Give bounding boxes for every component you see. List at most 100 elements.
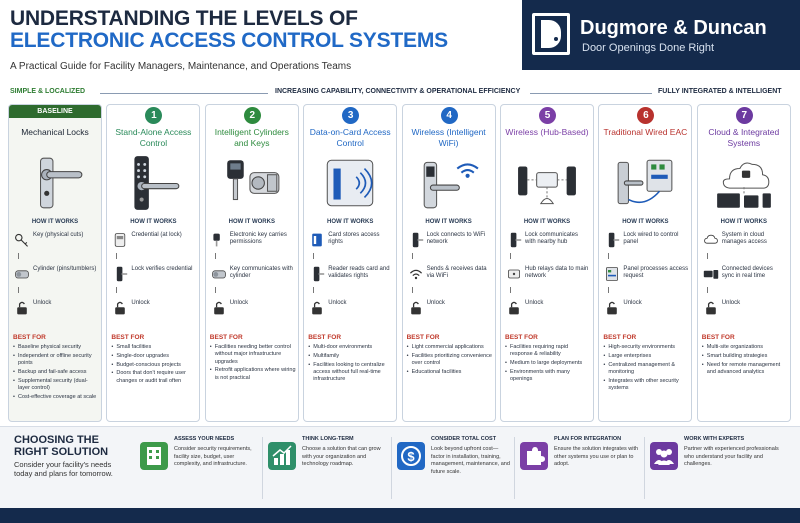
- door-logo-icon: [532, 13, 570, 55]
- best-for-label: BEST FOR: [111, 334, 145, 341]
- tip-divider: [514, 437, 515, 499]
- how-step-text: System in cloud manages access: [721, 232, 767, 246]
- how-step-text: Unlock: [426, 300, 445, 306]
- level-number-badge: 4: [440, 107, 458, 124]
- tip-title: THINK LONG-TERM: [302, 436, 354, 442]
- keypad-lock-icon: [119, 152, 187, 214]
- best-for-item: Environments with many openings: [505, 369, 591, 384]
- step-arrow: [313, 253, 315, 259]
- hub-network-icon: [513, 152, 581, 214]
- best-for-list: Facilities needing better control withou…: [210, 344, 296, 383]
- how-step: Unlock: [309, 297, 393, 321]
- device-icon: [506, 231, 522, 249]
- level-title: Traditional Wired EAC: [603, 127, 688, 137]
- how-step: Lock connects to WiFi network: [408, 229, 492, 253]
- scale-arrow-right: [530, 93, 652, 94]
- how-step-text: Lock communicates with nearby hub: [525, 232, 579, 246]
- best-for-list: Small facilitiesSingle-door upgradesBudg…: [111, 344, 197, 386]
- device-icon: [604, 231, 620, 249]
- how-step-text: Lock connects to WiFi network: [426, 232, 486, 246]
- best-for-label: BEST FOR: [603, 334, 637, 341]
- best-for-item: Budget-conscious projects: [111, 362, 197, 370]
- device-icon: [408, 231, 424, 249]
- how-step-text: Unlock: [525, 300, 544, 306]
- best-for-item: Smart building strategies: [702, 353, 788, 361]
- step-arrow: [313, 287, 315, 293]
- best-for-list: Facilities requiring rapid response & re…: [505, 344, 591, 385]
- tip-body: Choose a solution that can grow with you…: [302, 446, 381, 467]
- smart-key-cylinder-icon: [218, 152, 286, 214]
- how-step-text: Unlock: [229, 300, 249, 306]
- lever-lock-icon: [21, 152, 89, 214]
- level-title: Data-on-Card Access Control: [309, 127, 391, 148]
- cylinder-icon: [211, 265, 227, 283]
- how-step: Unlock: [14, 297, 98, 321]
- scale-left-label: SIMPLE & LOCALIZED: [10, 88, 86, 95]
- svg-text:$: $: [407, 449, 415, 464]
- level-number-badge: 3: [342, 107, 360, 124]
- how-step: Card stores access rights: [309, 229, 393, 253]
- how-step: Sends & receives data via WiFi: [408, 263, 492, 287]
- how-it-works-label: HOW IT WORKS: [523, 219, 571, 225]
- tip-1: THINK LONG-TERM Choose a solution that ca…: [268, 434, 390, 502]
- page-title-line2: ELECTRONIC ACCESS CONTROL SYSTEMS: [10, 29, 448, 52]
- level-number-badge: 6: [637, 107, 655, 124]
- how-step: Unlock: [506, 297, 590, 321]
- best-for-list: Multi-door environmentsMultifamilyFacili…: [308, 344, 394, 385]
- best-for-item: Small facilities: [111, 344, 197, 352]
- best-for-item: Centralized management & monitoring: [603, 362, 689, 377]
- brand-tagline: Door Openings Done Right: [582, 42, 715, 54]
- step-arrow: [116, 253, 118, 259]
- how-step-text: Unlock: [33, 300, 52, 306]
- footer-bar: [0, 508, 800, 523]
- how-step: Unlock: [112, 297, 196, 321]
- puzzle-icon: [520, 442, 548, 470]
- how-step-text: Key (physical cuts): [33, 232, 84, 238]
- level-title: Mechanical Locks: [21, 127, 89, 137]
- brand-name: Dugmore & Duncan: [580, 17, 767, 39]
- how-step: Reader reads card and validates rights: [309, 263, 393, 287]
- smart-card-icon: [316, 152, 384, 214]
- how-step: Cylinder (pins/tumblers): [14, 263, 98, 287]
- choosing-title: CHOOSING THE RIGHT SOLUTION: [14, 434, 109, 458]
- how-step-text: Unlock: [721, 300, 741, 306]
- how-it-works-label: HOW IT WORKS: [31, 219, 79, 225]
- how-step: Unlock: [703, 297, 787, 321]
- how-step-text: Key communicates with cylinder: [229, 266, 293, 280]
- scale-right-label: FULLY INTEGRATED & INTELLIGENT: [658, 88, 782, 95]
- best-for-item: Multifamily: [308, 353, 394, 361]
- best-for-item: Retrofit applications where wiring is no…: [210, 367, 296, 382]
- step-arrow: [411, 253, 413, 259]
- cloudSm-icon: [703, 231, 719, 249]
- key-icon: [14, 231, 30, 249]
- how-it-works-label: HOW IT WORKS: [622, 219, 669, 225]
- how-step: Key (physical cuts): [14, 229, 98, 253]
- tip-title: ASSESS YOUR NEEDS: [174, 436, 235, 442]
- step-arrow: [706, 287, 708, 293]
- how-step-text: Cylinder (pins/tumblers): [33, 266, 97, 272]
- level-number-badge: 2: [243, 107, 261, 124]
- how-step-text: Credential (at lock): [131, 232, 182, 238]
- how-step: Lock wired to control panel: [604, 229, 688, 253]
- unlock-icon: [309, 299, 325, 317]
- scale-middle-label: INCREASING CAPABILITY, CONNECTIVITY & OP…: [275, 88, 521, 95]
- how-step-text: Card stores access rights: [328, 232, 380, 246]
- level-title: Stand-Alone Access Control: [115, 127, 192, 148]
- best-for-item: Medium to large deployments: [505, 360, 591, 368]
- best-for-item: Cost-effective coverage at scale: [13, 394, 99, 402]
- unlock-icon: [703, 299, 719, 317]
- best-for-list: High-security environmentsLarge enterpri…: [603, 344, 689, 394]
- people-icon: [650, 442, 678, 470]
- devices-icon: [703, 265, 719, 283]
- best-for-item: Multi-site organizations: [702, 344, 788, 352]
- how-step-text: Connected devices sync in real time: [721, 266, 773, 280]
